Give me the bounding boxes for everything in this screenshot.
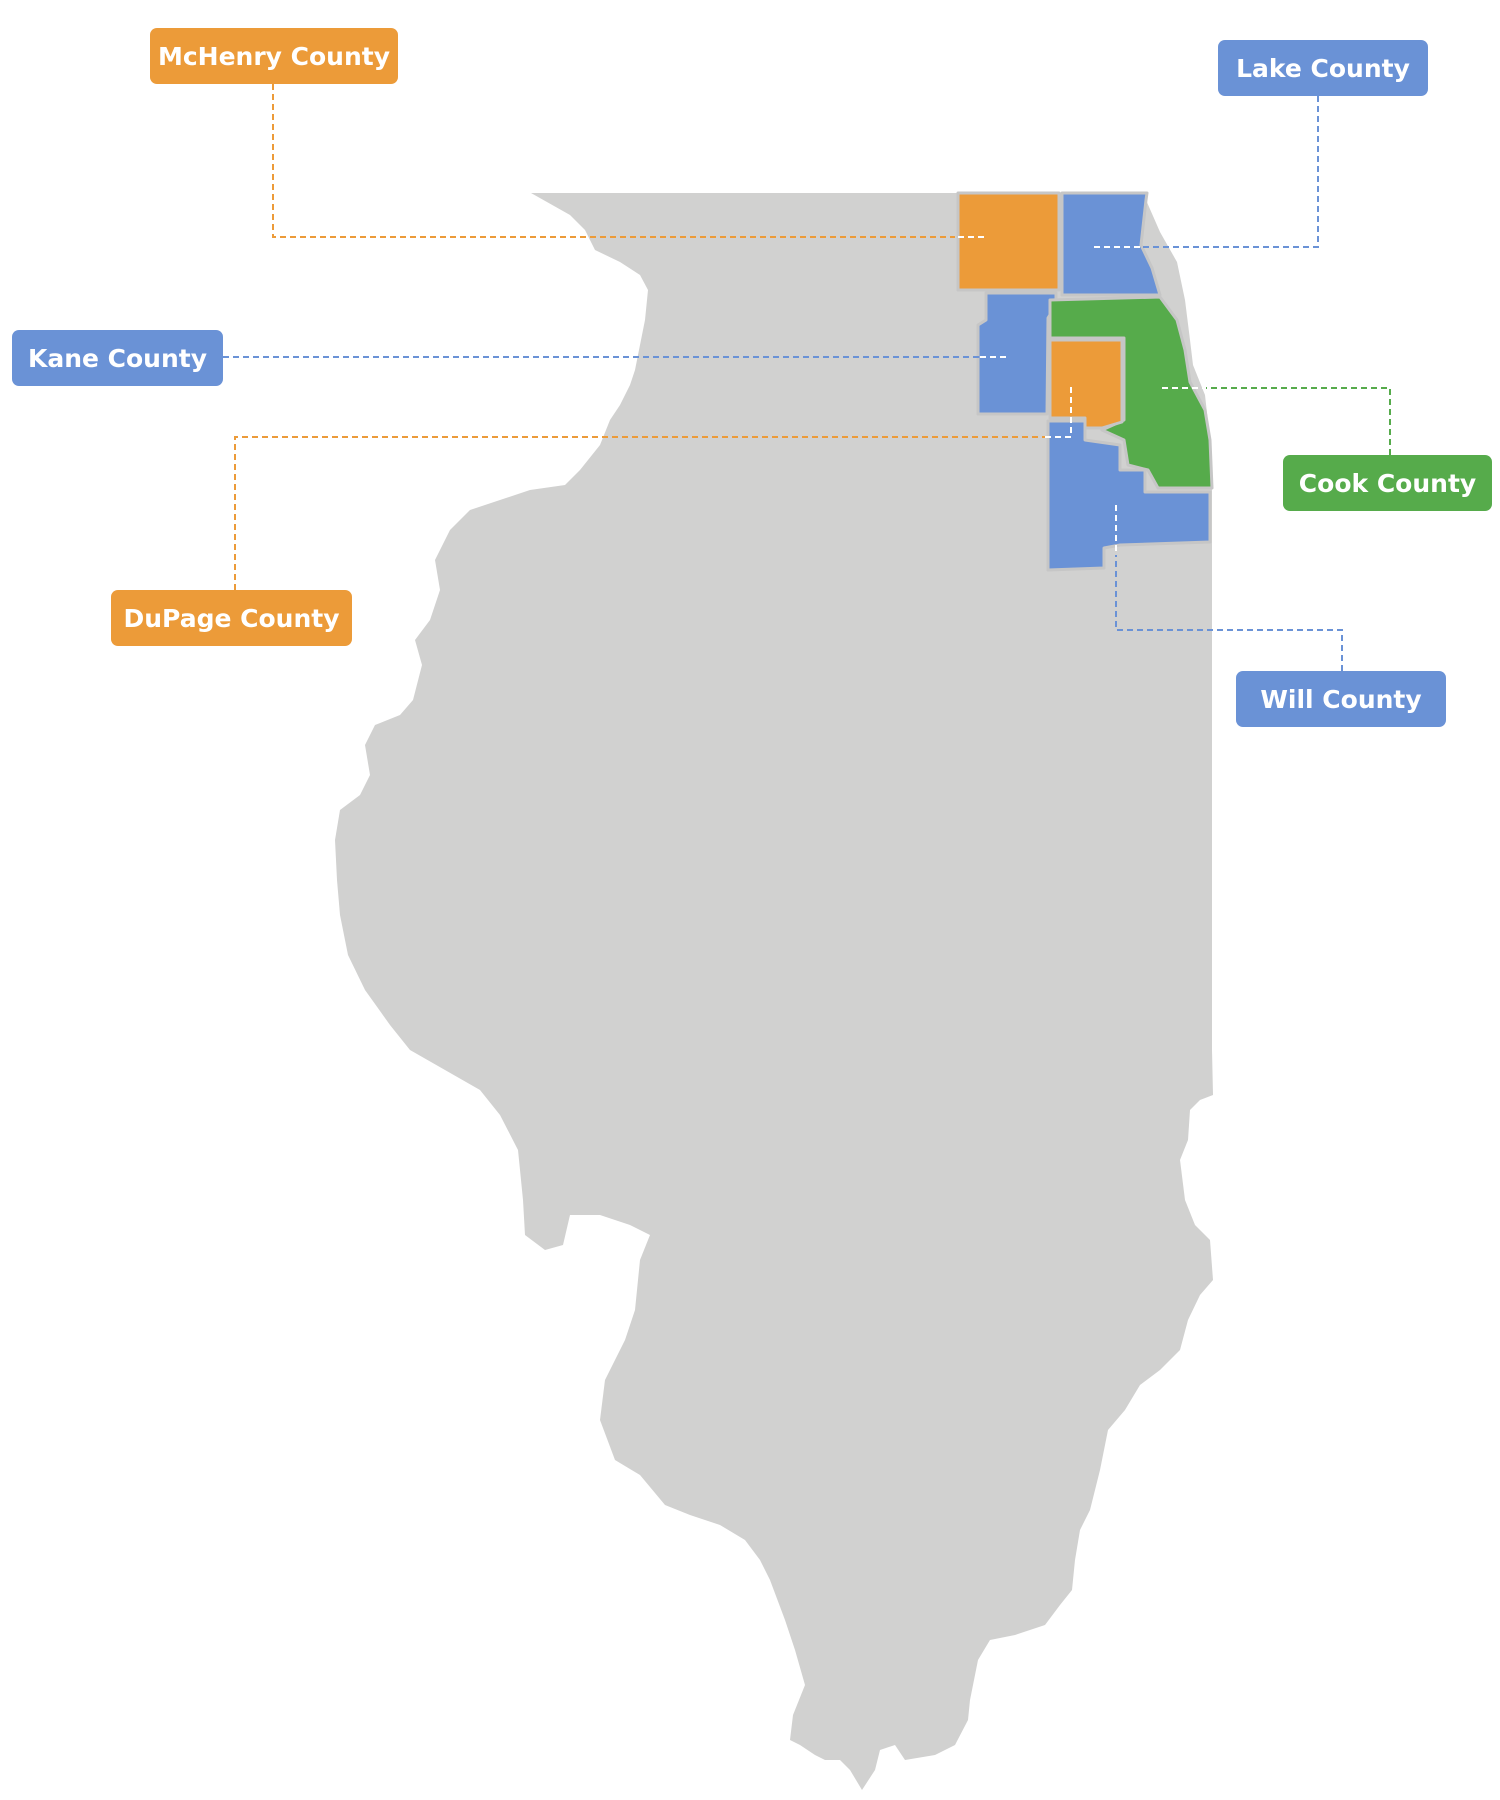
label-lake-county[interactable]: Lake County xyxy=(1218,40,1428,96)
leader-line-mchenry xyxy=(272,84,955,238)
illinois-state-outline xyxy=(335,193,1213,1790)
county-lake[interactable] xyxy=(1060,191,1162,297)
leader-line-will xyxy=(1115,555,1343,671)
leader-line-lake xyxy=(1140,96,1319,248)
county-cook[interactable] xyxy=(1048,295,1214,490)
label-kane-county[interactable]: Kane County xyxy=(12,330,223,386)
label-mchenry-county[interactable]: McHenry County xyxy=(150,28,398,84)
label-will-county[interactable]: Will County xyxy=(1236,671,1446,727)
county-will[interactable] xyxy=(1046,419,1212,572)
county-mchenry[interactable] xyxy=(956,191,1061,292)
county-kane[interactable] xyxy=(976,291,1058,416)
leader-line-dupage-inner xyxy=(1045,386,1072,438)
leader-line-dupage xyxy=(234,436,1045,590)
label-cook-county[interactable]: Cook County xyxy=(1283,455,1492,511)
leader-line-cook xyxy=(1206,387,1391,455)
label-dupage-county[interactable]: DuPage County xyxy=(111,590,352,646)
county-dupage[interactable] xyxy=(1048,338,1124,430)
